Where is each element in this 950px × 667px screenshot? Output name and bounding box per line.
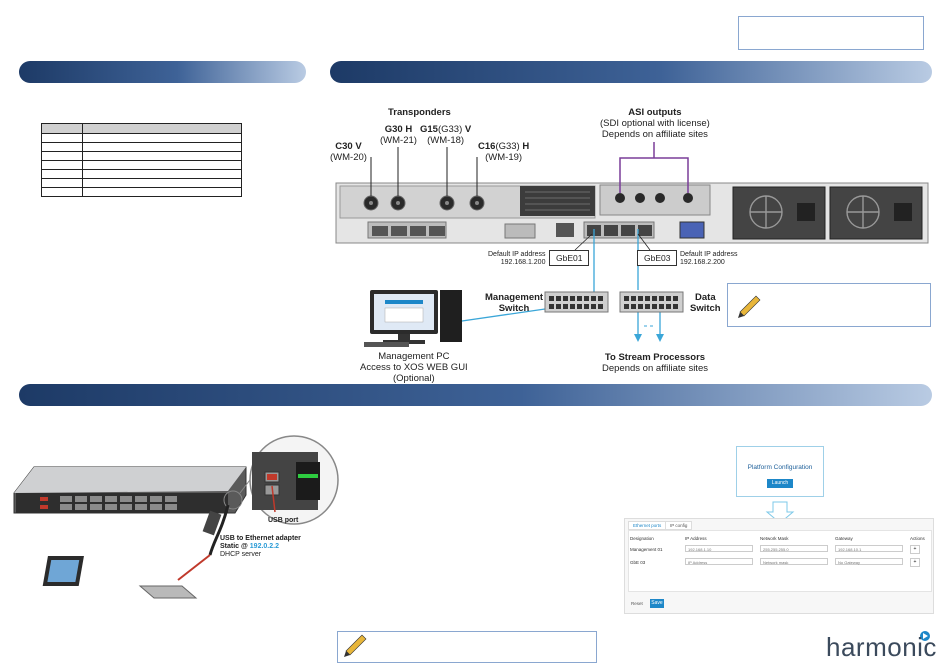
mgmt-switch-line2: Switch: [498, 303, 530, 314]
platform-config-title: Platform Configuration: [747, 464, 813, 471]
g15-code: (WM-18): [427, 135, 465, 146]
legend-row: [41, 187, 242, 197]
mask-field[interactable]: Network mask: [760, 558, 828, 565]
pc-line2: Access to XOS WEB GUI: [360, 362, 468, 373]
g15-name: G15: [420, 124, 438, 135]
add-row-button[interactable]: +: [910, 545, 920, 554]
management-switch-label: Management Switch: [485, 292, 543, 314]
asi-title: ASI outputs: [628, 107, 682, 118]
col-network-mask: Network Mask: [760, 536, 789, 541]
gateway-field[interactable]: No Gateway: [835, 558, 903, 565]
stream-title: To Stream Processors: [604, 352, 706, 363]
default-ip-2: Default IP address 192.168.2.200: [680, 251, 737, 267]
save-button[interactable]: Save: [650, 599, 664, 608]
row-name: GbE 03: [630, 560, 646, 565]
usb-adapter-label: USB to Ethernet adapter Static @ 192.0.2…: [220, 535, 301, 559]
usb-adapter-line: USB to Ethernet adapter: [220, 535, 301, 542]
g15-pol: V: [462, 124, 472, 135]
col-actions: Actions: [910, 536, 925, 541]
title-box: [738, 16, 924, 50]
transponders-title: Transponders: [388, 107, 451, 118]
ip-field[interactable]: IP Address: [685, 558, 753, 565]
laptop-icon: [42, 556, 198, 599]
note-box-bottom: [337, 631, 597, 663]
default-ip-1-label: Default IP address: [488, 251, 546, 258]
tab-ethernet-ports[interactable]: Ethernet ports: [628, 521, 667, 530]
server-photo: [13, 466, 247, 514]
harmonic-logo-icon: [920, 631, 930, 641]
pc-line3: (Optional): [392, 373, 435, 384]
g15-label: G15(G33) V (WM-18): [420, 124, 471, 146]
note-box-top: [727, 283, 931, 327]
usb-port-zoom: [249, 435, 339, 525]
col-ip-address: IP Address: [685, 536, 707, 541]
asi-outputs-label: ASI outputs (SDI optional with license) …: [600, 107, 710, 140]
default-ip-1-value: 192.168.1.200: [500, 259, 546, 266]
c16-pol: H: [519, 141, 530, 152]
ethernet-config-panel: Ethernet ports IP config Designation IP …: [624, 518, 934, 614]
management-pc: [364, 290, 462, 347]
asi-sub1: (SDI optional with license): [600, 118, 710, 129]
c30-name: C30 V: [335, 141, 362, 152]
management-pc-label: Management PC Access to XOS WEB GUI (Opt…: [360, 351, 468, 384]
data-switch-label: Data Switch: [690, 292, 721, 314]
c16-alt: (G33): [495, 141, 520, 152]
c16-name: C16: [478, 141, 496, 152]
tab-ip-config[interactable]: IP config: [665, 521, 693, 530]
dhcp-label: DHCP server: [220, 551, 262, 558]
usb-port-label: USB port: [268, 517, 299, 524]
stream-processors-label: To Stream Processors Depends on affiliat…: [602, 352, 708, 374]
data-switch-line1: Data: [695, 292, 716, 303]
col-designation: Designation: [630, 536, 654, 541]
row-name: Management 01: [630, 547, 663, 552]
gbe03-label: GbE03: [637, 250, 678, 266]
c16-label: C16(G33) H (WM-19): [478, 141, 529, 163]
legend-cell: [82, 187, 242, 197]
mgmt-switch-line1: Management: [485, 292, 544, 303]
default-ip-2-label: Default IP address: [680, 251, 738, 258]
section-band-bottom: [19, 384, 932, 406]
pc-line1: Management PC: [378, 351, 450, 362]
c30-code: (WM-20): [330, 152, 367, 163]
g30-code: (WM-21): [380, 135, 417, 146]
harmonic-logo: harmonic: [826, 632, 937, 662]
col-gateway: Gateway: [835, 536, 853, 541]
g30-label: G30 H (WM-21): [380, 124, 417, 146]
static-ip: 192.0.2.2: [249, 543, 279, 550]
default-ip-2-value: 192.168.2.200: [680, 259, 725, 266]
launch-button[interactable]: Launch: [767, 479, 793, 488]
section-band-left: [19, 61, 306, 83]
g15-alt: (G33): [437, 124, 463, 135]
gateway-field[interactable]: 192.168.10.1: [835, 545, 903, 552]
transponders-title-text: Transponders: [388, 107, 451, 118]
arrow-down-icon: [765, 501, 795, 524]
stream-sub: Depends on affiliate sites: [602, 363, 708, 374]
asi-sub2: Depends on affiliate sites: [601, 129, 708, 140]
section-band-right: [330, 61, 932, 83]
ip-field[interactable]: 192.168.1.10: [685, 545, 753, 552]
c16-code: (WM-19): [485, 152, 523, 163]
legend-table: [41, 123, 242, 197]
data-switch-line2: Switch: [690, 303, 721, 314]
default-ip-1: Default IP address 192.168.1.200: [488, 251, 545, 267]
mask-field[interactable]: 255.255.255.0: [760, 545, 828, 552]
add-row-button[interactable]: +: [910, 558, 920, 567]
c30-label: C30 V (WM-20): [330, 141, 367, 163]
platform-config-card: Platform Configuration Launch: [736, 446, 824, 497]
reset-button[interactable]: Reset: [631, 601, 643, 606]
g30-name: G30 H: [384, 124, 413, 135]
static-label: Static @: [220, 543, 250, 550]
gbe01-label: GbE01: [549, 250, 590, 266]
